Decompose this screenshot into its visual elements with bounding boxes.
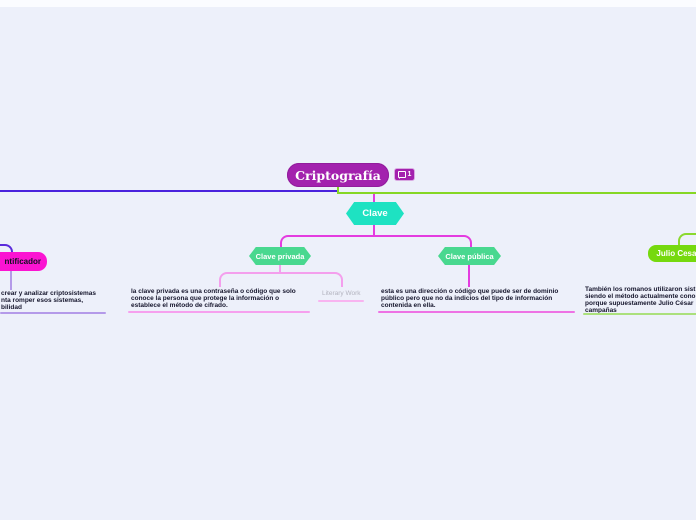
connector-publica-stem: [468, 265, 470, 287]
underline-criptosistemas-desc: [0, 312, 106, 314]
comment-bubble-icon: [397, 171, 406, 179]
text-line: establece el método de cifrado.: [131, 302, 228, 310]
topic-clave-privada[interactable]: Clave privada: [249, 247, 311, 265]
text-topic-julio-desc[interactable]: También los romanos utilizaron sist sien…: [585, 286, 696, 314]
literary-work-label: Literary Work: [322, 290, 361, 297]
connector-identificador-stem: [10, 271, 12, 290]
branch-stub-green: [337, 186, 339, 194]
text-line: nta romper esos sistemas,: [1, 297, 84, 305]
connector-clave-stem-bottom: [373, 225, 375, 236]
text-topic-criptosistemas-desc[interactable]: crear y analizar criptosistemas nta romp…: [1, 290, 96, 312]
connector-julio-corner: [678, 233, 696, 247]
text-line: conoce la persona que protege la informa…: [131, 295, 280, 303]
text-line: siendo el método actualmente cono: [585, 293, 696, 301]
connector-clave-stem-top: [373, 194, 375, 203]
comment-badge[interactable]: 1: [394, 168, 415, 181]
topic-julio-cesar-label: Julio Cesar: [656, 249, 696, 258]
root-topic-label: Criptografía: [295, 167, 381, 183]
topic-clave-publica-label: Clave pública: [445, 251, 494, 261]
text-line: porque supuestamente Julio César: [585, 300, 694, 308]
underline-clave-publica-desc: [378, 311, 575, 313]
underline-literary-work: [318, 300, 364, 302]
topic-clave-label: Clave: [362, 208, 388, 219]
underline-clave-privada-desc: [128, 311, 310, 313]
text-line: público pero que no da indicios del tipo…: [381, 295, 553, 303]
connector-identificador-corner: [0, 244, 13, 255]
branch-line-left-purple: [0, 190, 338, 192]
connector-bracket-privada-children: [219, 272, 343, 287]
text-line: crear y analizar criptosistemas: [1, 290, 97, 297]
text-line: También los romanos utilizaron sist: [585, 286, 696, 293]
text-line: bilidad: [1, 304, 22, 312]
text-line: la clave privada es una contraseña o cód…: [131, 288, 296, 295]
text-line: esta es una dirección o código que puede…: [381, 288, 559, 295]
topic-identificador-label: ntificador: [4, 257, 41, 266]
topic-identificador[interactable]: ntificador: [0, 252, 47, 271]
text-topic-clave-publica-desc[interactable]: esta es una dirección o código que puede…: [381, 288, 558, 310]
connector-privada-stem: [279, 265, 281, 273]
comment-count: 1: [407, 171, 412, 178]
branch-line-right-green: [338, 192, 696, 194]
connector-bracket-clave-children: [280, 235, 472, 249]
topic-clave[interactable]: Clave: [346, 202, 404, 225]
text-line: contenida en ella.: [381, 302, 436, 310]
canvas-top-strip: [0, 0, 696, 7]
root-topic-criptografia[interactable]: Criptografía: [287, 163, 389, 187]
topic-clave-privada-label: Clave privada: [255, 251, 305, 261]
topic-clave-publica[interactable]: Clave pública: [438, 247, 501, 265]
text-topic-clave-privada-desc[interactable]: la clave privada es una contraseña o cód…: [131, 288, 296, 310]
topic-julio-cesar[interactable]: Julio Cesar: [648, 245, 696, 262]
text-line: campañas: [585, 307, 617, 315]
underline-julio-desc: [583, 313, 696, 315]
text-topic-literary-work[interactable]: Literary Work: [322, 290, 361, 297]
